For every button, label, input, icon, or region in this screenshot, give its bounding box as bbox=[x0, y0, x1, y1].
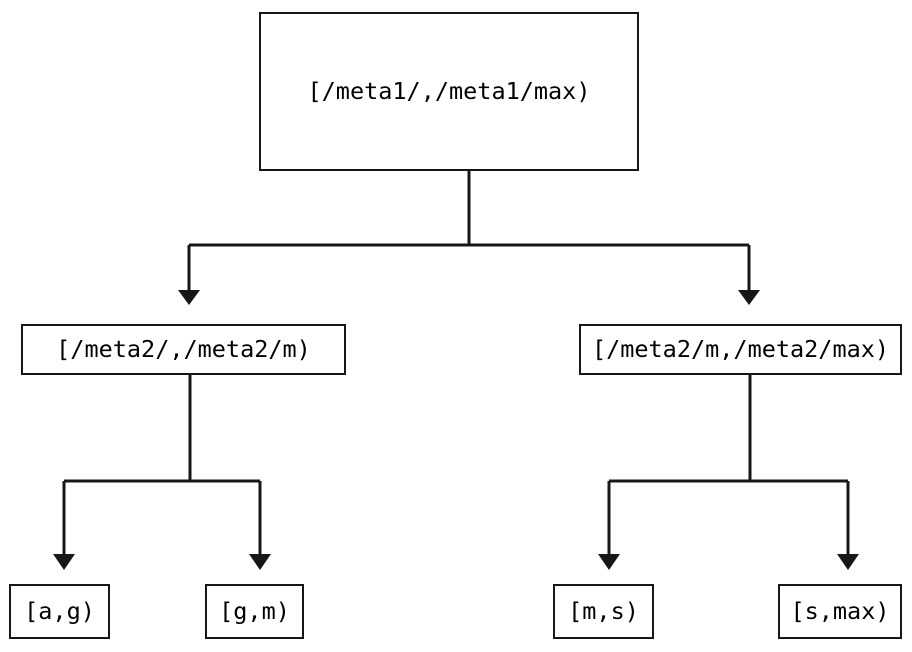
node-mid-right-interval[interactable]: [/meta2/m,/meta2/max) bbox=[579, 324, 902, 375]
node-leaf-g-m-label: [g,m) bbox=[219, 596, 290, 625]
node-leaf-a-g[interactable]: [a,g) bbox=[9, 584, 110, 639]
arrowhead-root-to-mid-left bbox=[178, 290, 200, 305]
node-root-label: [/meta1/,/meta1/max) bbox=[307, 76, 591, 105]
node-mid-right-label: [/meta2/m,/meta2/max) bbox=[591, 334, 890, 363]
arrowhead-root-to-mid-right bbox=[738, 290, 760, 305]
node-leaf-m-s[interactable]: [m,s) bbox=[553, 584, 654, 639]
arrowhead-mid-left-to-leaf-ag bbox=[53, 554, 75, 570]
node-leaf-s-max-label: [s,max) bbox=[790, 596, 890, 625]
node-mid-left-label: [/meta2/,/meta2/m) bbox=[56, 334, 311, 363]
arrowhead-mid-left-to-leaf-gm bbox=[249, 554, 271, 570]
arrowhead-mid-right-to-leaf-smax bbox=[837, 554, 859, 570]
node-leaf-a-g-label: [a,g) bbox=[24, 596, 95, 625]
node-leaf-m-s-label: [m,s) bbox=[568, 596, 639, 625]
node-leaf-s-max[interactable]: [s,max) bbox=[778, 584, 902, 639]
arrowhead-mid-right-to-leaf-ms bbox=[598, 554, 620, 570]
node-root-interval[interactable]: [/meta1/,/meta1/max) bbox=[259, 12, 639, 171]
node-mid-left-interval[interactable]: [/meta2/,/meta2/m) bbox=[21, 324, 346, 375]
node-leaf-g-m[interactable]: [g,m) bbox=[205, 584, 304, 639]
